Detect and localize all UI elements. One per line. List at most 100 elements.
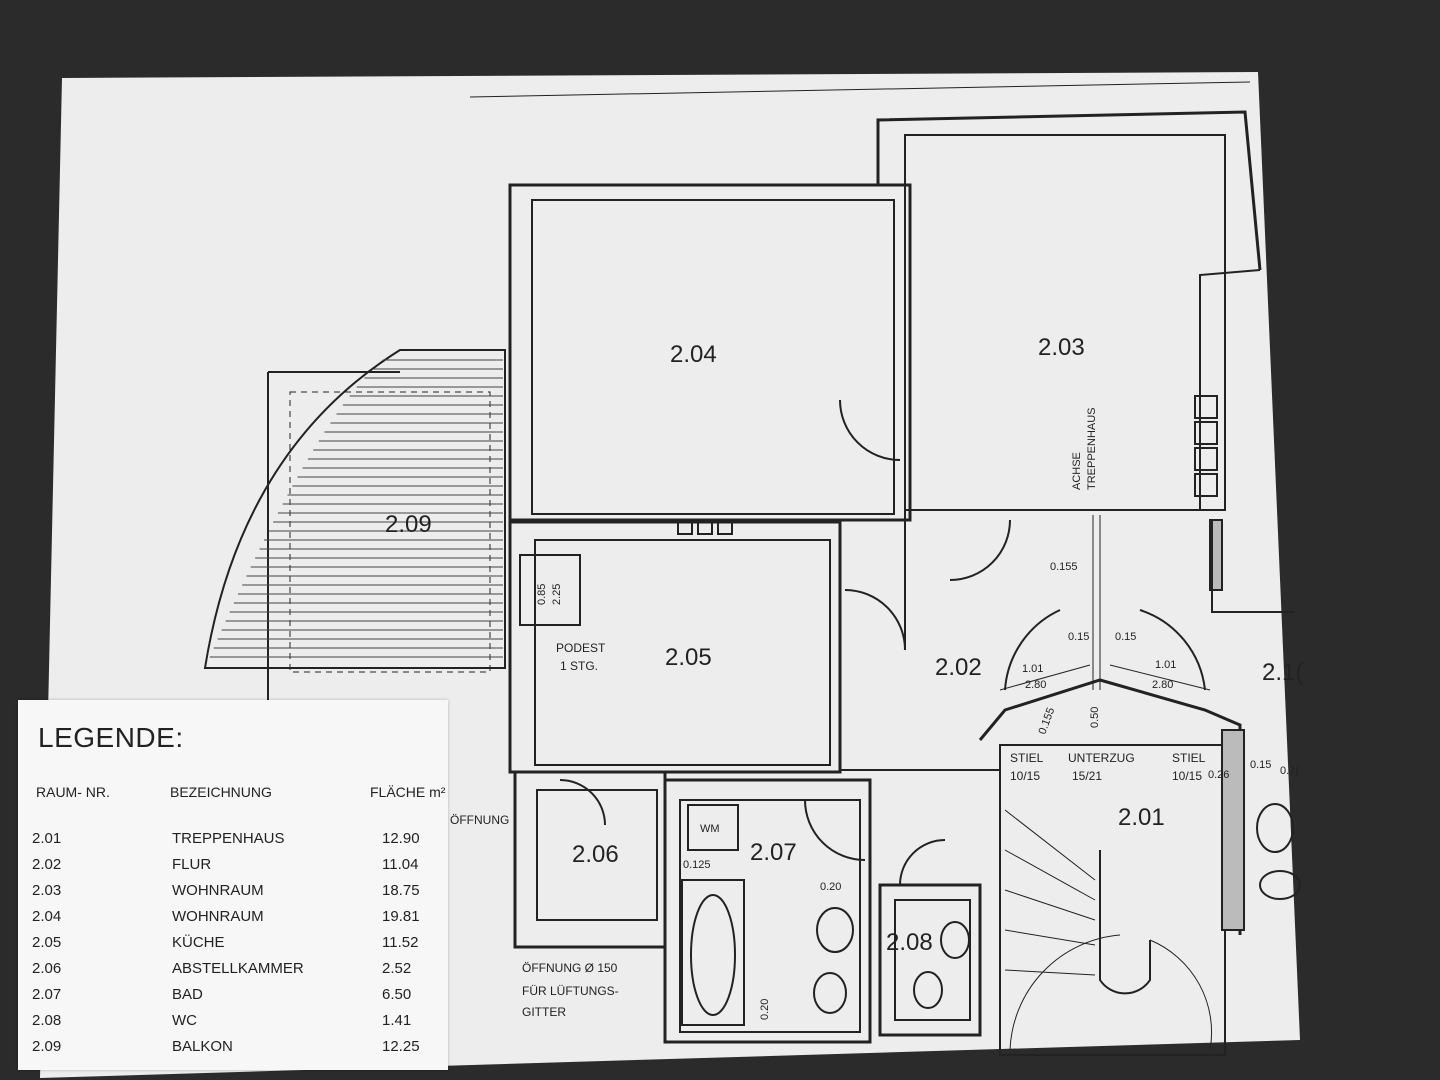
door-swing-2-03 [949,519,1011,581]
toilet-icon [1259,870,1301,900]
legend-room-area: 18.75 [382,882,420,899]
toilet-icon [913,971,943,1009]
room-2-04-inner [531,199,895,515]
dimension-line [1109,664,1211,691]
door-swing-stair-left [1004,609,1061,691]
room-label-2-09: 2.09 [385,511,432,538]
chimney-flue [677,519,693,535]
legend-room-area: 2.52 [382,960,412,977]
neighbour-wall [1211,520,1295,613]
stair-step [1004,809,1096,881]
dimension-label: 1.01 [1155,659,1176,671]
post-right-size: 10/15 [1172,769,1202,783]
room-label-2-02: 2.02 [935,654,982,681]
legend-room-number: 2.05 [32,934,62,951]
dimension-label: 0.50 [1089,707,1101,728]
post-left-size: 10/15 [1010,769,1040,783]
dimension-label: 0.155 [1050,561,1078,573]
room-2-05-outline [508,520,842,774]
beam-size: 15/21 [1072,769,1102,783]
legend-room-name: WC [172,1012,197,1029]
dimension-label: 0.125 [683,859,711,871]
chimney-flue [1194,473,1218,497]
washbasin-icon [1256,803,1294,853]
legend-room-name: FLUR [172,856,212,873]
dimension-label: 0.15 [1068,631,1089,643]
room-2-06-inner [536,789,658,921]
legend-room-area: 1.41 [382,1012,412,1029]
legend-room-area: 12.25 [382,1038,420,1055]
legend-row: 2.08 WC 1.41 [32,1012,432,1038]
legend-panel: LEGENDE: RAUM- NR. BEZEICHNUNG FLÄCHE m²… [18,700,448,1070]
dimension-label: 0.20 [759,999,771,1020]
room-2-08-outline [878,883,982,1037]
room-2-07-inner [679,799,861,1033]
room-label-2-10: 2.1( [1262,659,1303,686]
washing-machine-label: WM [700,823,720,835]
spiral-staircase [1099,850,1151,995]
legend-room-number: 2.09 [32,1038,62,1055]
door-swing-2-08 [899,839,946,886]
dimension-label: 2.80 [1025,679,1046,691]
legend-room-name: KÜCHE [172,934,225,951]
opening-note-line1: ÖFFNUNG Ø 150 [522,961,618,975]
legend-row: 2.04 WOHNRAUM 19.81 [32,908,432,934]
room-label-2-08: 2.08 [886,929,933,956]
legend-room-name: WOHNRAUM [172,908,264,925]
stair-step [1004,969,1096,976]
legend-room-name: ABSTELLKAMMER [172,960,304,977]
dimension-label: 0.7( [1280,765,1299,777]
bathtub [681,879,745,1026]
podest-label: PODEST [556,641,606,655]
opening-note-line3: GITTER [522,1005,566,1019]
legend-room-name: BAD [172,986,203,1003]
room-2-05-inner [534,539,831,766]
balcony-2-09-outline [203,349,506,669]
washbasin-icon [816,907,854,953]
podest-step [519,554,581,626]
stair-run-arc [1149,939,1213,1051]
legend-room-number: 2.03 [32,882,62,899]
door-swing-stair-right [1139,609,1206,691]
legend-room-area: 12.90 [382,830,420,847]
legend-room-number: 2.04 [32,908,62,925]
legend-room-name: BALKON [172,1038,233,1055]
bathtub-basin [690,894,736,1016]
dimension-label: 1.01 [1022,663,1043,675]
legend-header-designation: BEZEICHNUNG [170,784,272,800]
legend-room-number: 2.08 [32,1012,62,1029]
door-swing-2-05 [844,589,906,651]
room-2-03-outline [876,110,1262,271]
dimension-label: 2.80 [1152,679,1173,691]
room-label-2-03: 2.03 [1038,334,1085,361]
dimension-label: 0.15 [1115,631,1136,643]
legend-row: 2.09 BALKON 12.25 [32,1038,432,1064]
room-label-2-04: 2.04 [670,341,717,368]
post-right-label: STIEL [1172,751,1206,765]
dimension-label: 0.26 [1208,769,1229,781]
legend-title: LEGENDE: [38,722,184,753]
top-dimension-line [469,81,1251,98]
chimney-flue [1194,421,1218,445]
chimney-flue [717,519,733,535]
legend-room-area: 19.81 [382,908,420,925]
legend-room-number: 2.02 [32,856,62,873]
door-swing-2-04 [839,399,901,461]
stair-step [1004,889,1096,921]
legend-header-room-number: RAUM- NR. [36,784,110,800]
room-2-03-inner [904,134,1226,511]
chimney-flue [1194,395,1218,419]
room-label-2-01: 2.01 [1118,804,1165,831]
stair-step [1004,929,1096,946]
stair-axis-label-2: TREPPENHAUS [1086,407,1098,490]
dimension-label: 0.85 [536,584,548,605]
chimney-flue [697,519,713,535]
opening-side-label: ÖFFNUNG [450,813,509,827]
room-label-2-07: 2.07 [750,839,797,866]
dimension-label: 0.15 [1250,759,1271,771]
